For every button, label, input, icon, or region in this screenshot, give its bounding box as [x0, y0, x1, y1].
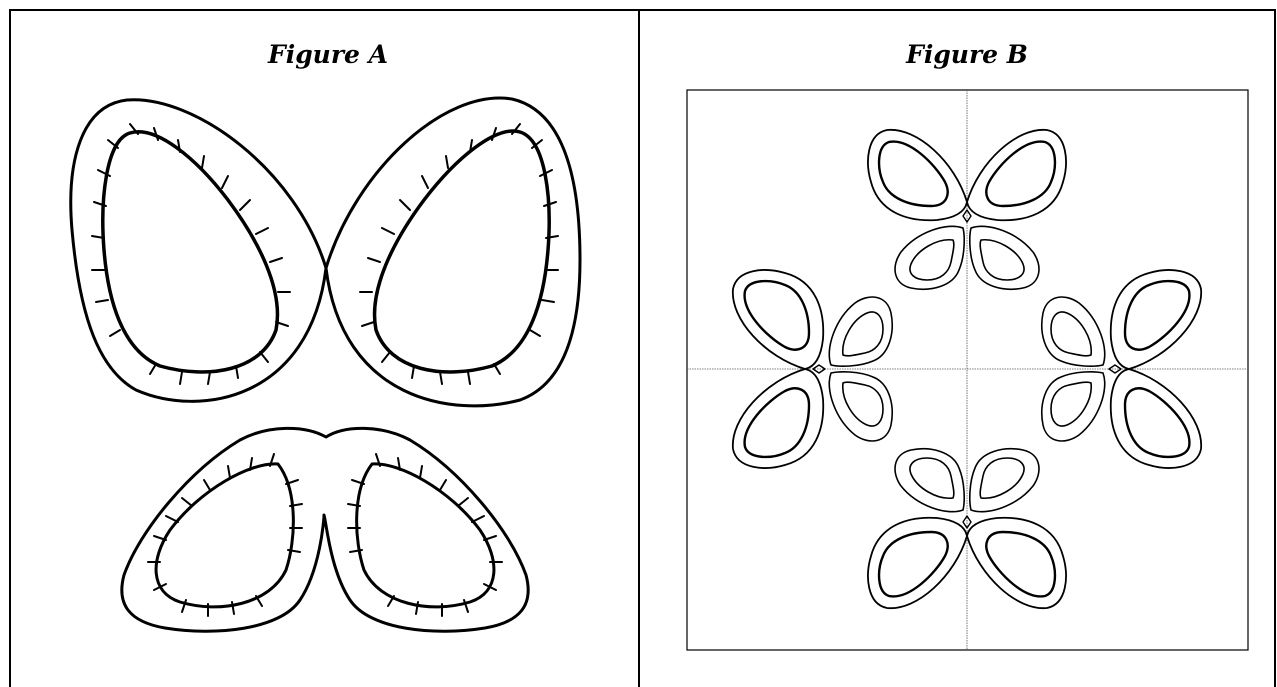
upper-wings-outline	[69, 96, 582, 408]
lower-right-inner	[355, 462, 496, 609]
upper-right-ticks	[359, 123, 559, 385]
figure-table	[9, 9, 1276, 687]
upper-left-ticks	[91, 123, 291, 385]
lower-left-ticks	[147, 453, 303, 617]
lower-right-ticks	[347, 453, 503, 617]
figure-b-title: Figure B	[906, 40, 1028, 69]
figure-b-frame	[686, 89, 1249, 651]
column-divider	[638, 9, 640, 687]
lower-wings-outline	[120, 426, 530, 633]
figure-a-title: Figure A	[267, 40, 389, 69]
lower-left-inner	[154, 462, 295, 609]
